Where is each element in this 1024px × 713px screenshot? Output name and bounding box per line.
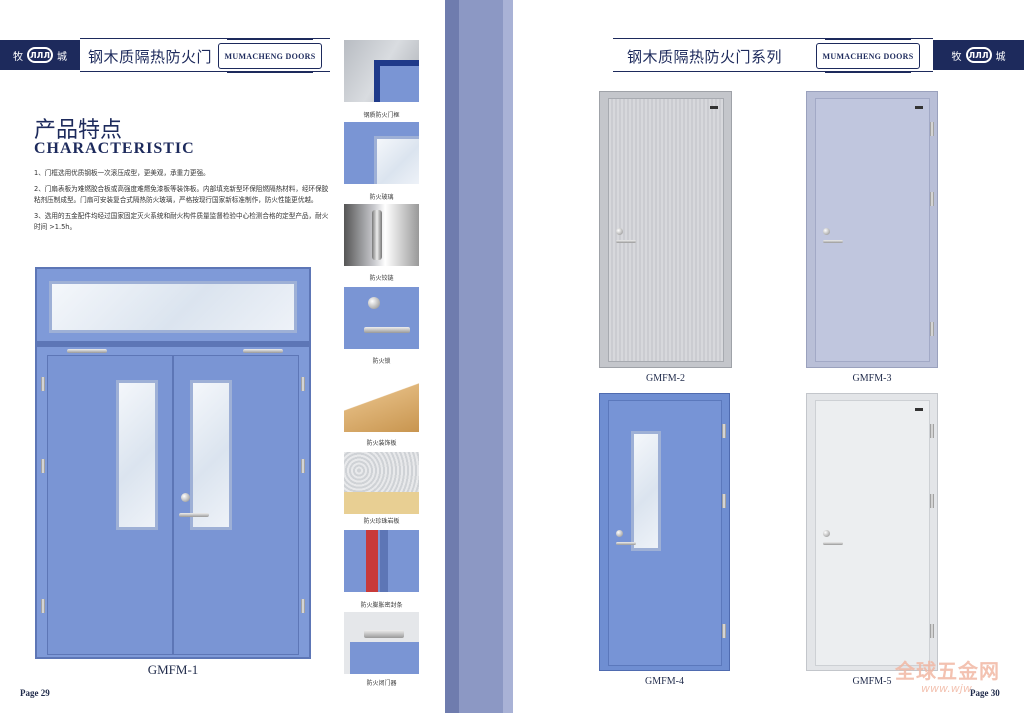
transom-glass <box>49 281 297 333</box>
hinge-icon <box>301 599 305 613</box>
hinge-icon <box>930 122 934 136</box>
accessory-caption: 防火装饰板 <box>366 440 397 447</box>
vision-glass <box>190 380 232 530</box>
door-label-gmfm-2: GMFM-2 <box>646 373 685 384</box>
lock-knob-icon <box>616 530 623 537</box>
door-leaf <box>608 98 724 362</box>
brand-left-char: 牧 <box>13 51 23 63</box>
accessory-caption: 防火闭门器 <box>366 680 397 687</box>
closer-arm-icon <box>67 349 107 353</box>
accessory-caption: 防火玻璃 <box>369 194 394 201</box>
right-page: 钢木质隔热防火门系列 MUMACHENG DOORS 牧 ЛЛЛ 城 GMFM-… <box>513 0 1024 713</box>
door-gmfm-3-image <box>806 91 938 368</box>
brand-logo-block: 牧 ЛЛЛ 城 <box>933 40 1024 70</box>
door-leaf <box>608 400 722 666</box>
feature-item: 3、选用的五金配件均经过国家固定灭火系统和耐火构件质量监督检验中心检测合格的定型… <box>34 211 329 232</box>
hinge-icon <box>930 322 934 336</box>
right-series-title: 钢木质隔热防火门系列 <box>627 48 783 66</box>
lock-knob-icon <box>181 493 190 502</box>
accessory-thumb-perlite <box>344 452 419 514</box>
accessory-caption: 防火珍珠岩板 <box>363 518 400 525</box>
lever-handle-icon <box>616 240 636 243</box>
hinge-icon <box>722 624 726 638</box>
vision-glass <box>116 380 158 530</box>
hinge-icon <box>930 624 934 638</box>
accessory-caption: 防火膨胀密封条 <box>360 602 403 609</box>
door-plate <box>915 408 923 411</box>
feature-item: 1、门框选用优质钢板一次滚压成型，更美观，承重力更强。 <box>34 169 210 177</box>
brand-right-char: 城 <box>995 51 1006 63</box>
brand-ornament-left: MUMACHENG DOORS <box>218 39 322 73</box>
left-series-title: 钢木质隔热防火门 <box>88 48 213 66</box>
lever-handle-icon <box>616 542 636 545</box>
characteristic-heading-cn: 产品特点 <box>34 118 123 143</box>
brand-logo-icon: ЛЛЛ <box>965 47 992 63</box>
door-label-gmfm-3: GMFM-3 <box>852 373 892 384</box>
accessory-caption: 防火锁 <box>372 358 391 365</box>
door-gmfm-5-image <box>806 393 938 671</box>
feature-list: 1、门框选用优质钢板一次滚压成型，更美观，承重力更强。 2、门扇表板为难燃胶合板… <box>34 168 334 238</box>
hinge-icon <box>301 459 305 473</box>
accessory-thumb-lock <box>344 287 419 349</box>
door-label-gmfm-5: GMFM-5 <box>852 676 892 687</box>
brand-ornament-right: MUMACHENG DOORS <box>816 39 920 73</box>
brand-logo-block: 牧 ЛЛЛ 城 <box>0 40 80 70</box>
watermark-cn: 全球五金网 <box>895 659 1000 683</box>
characteristic-heading-en: CHARACTERISTIC <box>34 140 195 157</box>
transom-rail <box>37 341 309 347</box>
door-gmfm-2-image <box>599 91 732 368</box>
book-gutter <box>445 0 513 713</box>
hinge-icon <box>301 377 305 391</box>
accessory-thumb-hinge <box>344 204 419 266</box>
door-plate <box>915 106 923 109</box>
hinge-icon <box>41 377 45 391</box>
door-label-gmfm-1: GMFM-1 <box>147 662 199 677</box>
door-leaf <box>815 400 930 666</box>
door-gmfm-4-image <box>599 393 730 671</box>
hinge-icon <box>722 494 726 508</box>
closer-arm-icon <box>243 349 283 353</box>
brand-right-char: 城 <box>57 51 67 63</box>
hinge-icon <box>930 424 934 438</box>
brand-left-char: 牧 <box>951 51 962 63</box>
door-gmfm-1-image <box>35 267 311 659</box>
lever-handle-icon <box>823 240 843 243</box>
page-number-right: Page 30 <box>970 688 1000 698</box>
header-rule <box>613 38 933 72</box>
lock-knob-icon <box>823 530 830 537</box>
door-leaf <box>815 98 930 362</box>
door-plate <box>710 106 718 109</box>
hinge-icon <box>41 459 45 473</box>
hinge-icon <box>722 424 726 438</box>
door-label-gmfm-4: GMFM-4 <box>645 676 684 687</box>
hinge-icon <box>930 192 934 206</box>
brand-logo-icon: ЛЛЛ <box>27 47 53 63</box>
accessory-thumb-closer <box>344 612 419 674</box>
left-page: 牧 ЛЛЛ 城 钢木质隔热防火门 MUMACHENG DOORS 产品特点 CH… <box>0 0 445 713</box>
accessory-thumb-board <box>344 370 419 432</box>
lock-knob-icon <box>823 228 830 235</box>
lever-handle-icon <box>823 542 843 545</box>
hinge-icon <box>930 494 934 508</box>
accessory-caption: 防火铰链 <box>369 275 394 282</box>
door-leaf-left <box>47 355 173 655</box>
accessory-thumb-glass <box>344 122 419 184</box>
vision-glass <box>631 431 661 551</box>
page-number-left: Page 29 <box>20 688 50 698</box>
hinge-icon <box>41 599 45 613</box>
accessory-caption: 钢质防火门框 <box>363 112 400 119</box>
lock-knob-icon <box>616 228 623 235</box>
door-leaf-right <box>173 355 299 655</box>
header-rule <box>80 38 330 72</box>
accessory-thumb-seal <box>344 530 419 592</box>
lever-handle-icon <box>179 513 209 517</box>
watermark-url: www.wjw <box>921 682 972 695</box>
feature-item: 2、门扇表板为难燃胶合板或高强度难燃免漆板等装饰板。内部填充新型环保阻燃隔热材料… <box>34 184 329 205</box>
accessory-thumb-frame <box>344 40 419 102</box>
